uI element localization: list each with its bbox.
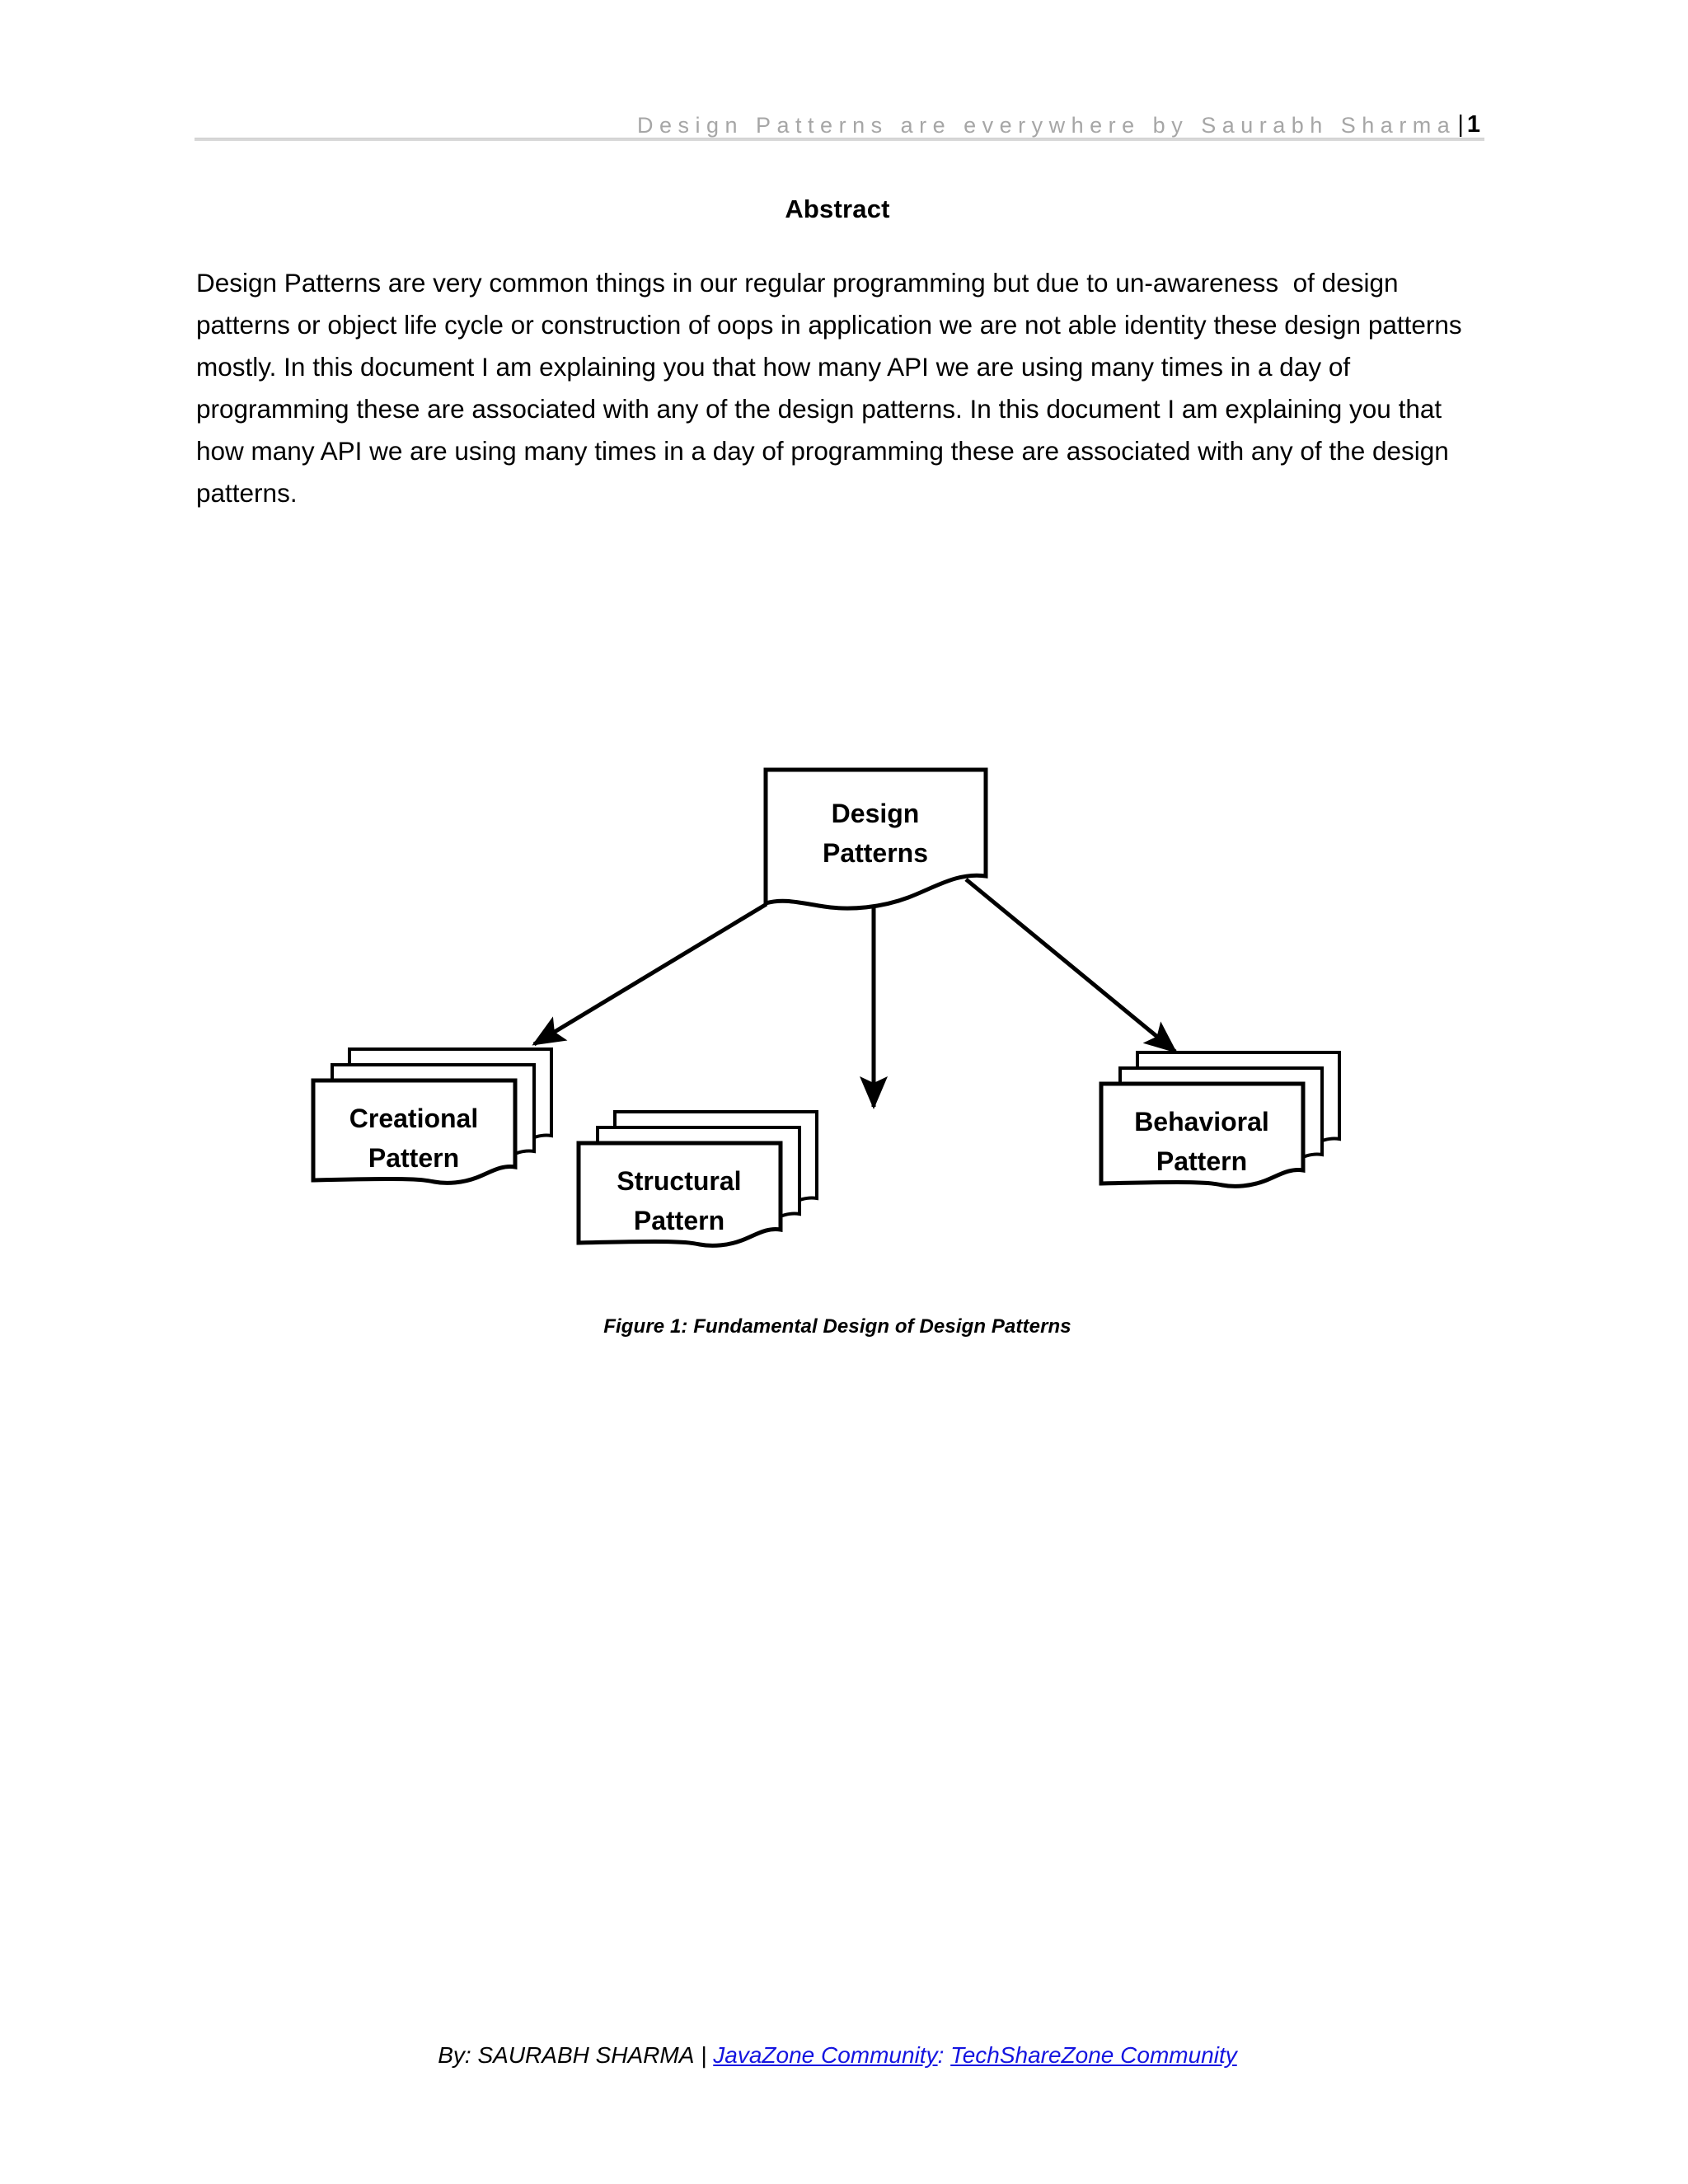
node-behavioral-pattern-line1: Behavioral bbox=[1134, 1107, 1269, 1137]
node-design-patterns[interactable]: Design Patterns bbox=[763, 767, 988, 911]
design-patterns-diagram: Design Patterns Creational Pattern Struc… bbox=[311, 767, 1341, 1248]
diagram-connectors bbox=[532, 878, 1178, 1109]
node-structural-pattern-line2: Pattern bbox=[634, 1206, 724, 1235]
node-design-patterns-line2: Patterns bbox=[823, 838, 928, 868]
node-behavioral-pattern-line2: Pattern bbox=[1156, 1146, 1247, 1176]
creational-sheet-front bbox=[311, 1078, 518, 1185]
footer-link-techsharezone[interactable]: TechShareZone Community bbox=[950, 2042, 1237, 2068]
abstract-heading: Abstract bbox=[785, 194, 890, 223]
behavioral-sheet-middle bbox=[1118, 1066, 1324, 1173]
behavioral-sheet-back bbox=[1136, 1051, 1341, 1157]
behavioral-sheet-front bbox=[1099, 1081, 1306, 1188]
page-number: 1 bbox=[1466, 111, 1480, 138]
header-divider bbox=[195, 138, 1484, 141]
structural-sheet-front bbox=[576, 1141, 783, 1248]
node-structural-pattern[interactable]: Structural Pattern bbox=[576, 1110, 818, 1248]
node-creational-pattern[interactable]: Creational Pattern bbox=[311, 1047, 553, 1185]
node-design-patterns-line1: Design bbox=[832, 799, 920, 828]
footer-link-separator: : bbox=[937, 2042, 945, 2068]
page-footer: By: SAURABH SHARMA | JavaZone Community:… bbox=[195, 2042, 1480, 2069]
footer-link-javazone[interactable]: JavaZone Community bbox=[713, 2042, 938, 2068]
creational-sheet-back bbox=[348, 1047, 553, 1154]
page-header: Design Patterns are everywhere by Saurab… bbox=[195, 79, 1480, 138]
figure-caption: Figure 1: Fundamental Design of Design P… bbox=[603, 1315, 1071, 1338]
node-structural-pattern-line1: Structural bbox=[617, 1166, 741, 1196]
header-title: Design Patterns are everywhere by Saurab… bbox=[636, 113, 1456, 138]
footer-author: By: SAURABH SHARMA bbox=[438, 2042, 695, 2068]
arrow-to-creational bbox=[532, 902, 768, 1047]
structural-sheet-back bbox=[613, 1110, 818, 1216]
structural-sheet-middle bbox=[596, 1126, 801, 1232]
creational-sheet-middle bbox=[331, 1063, 536, 1169]
node-behavioral-pattern[interactable]: Behavioral Pattern bbox=[1099, 1051, 1341, 1188]
arrow-to-behavioral bbox=[964, 878, 1178, 1053]
header-separator: | bbox=[1457, 111, 1464, 138]
footer-separator: | bbox=[694, 2042, 714, 2068]
node-creational-pattern-line1: Creational bbox=[349, 1104, 478, 1133]
abstract-paragraph: Design Patterns are very common things i… bbox=[196, 268, 1470, 508]
node-design-patterns-shape bbox=[763, 767, 988, 911]
node-creational-pattern-line2: Pattern bbox=[368, 1143, 459, 1173]
